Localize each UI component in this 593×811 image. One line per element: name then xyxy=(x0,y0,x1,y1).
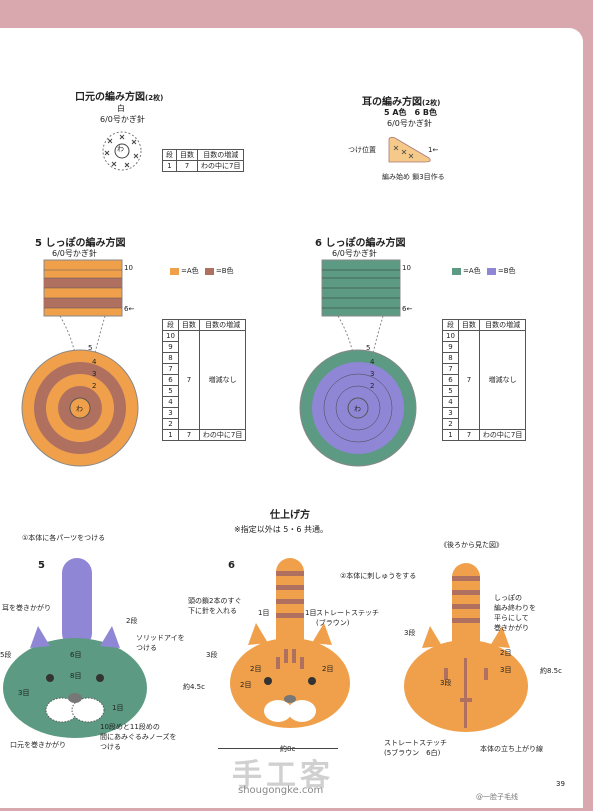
cat6-height: 約4.5c xyxy=(183,683,205,691)
finish-step1: ①本体に各パーツをつける xyxy=(22,534,106,542)
tail6-hook: 6/0号かぎ針 xyxy=(332,249,377,258)
cat6-needle-note: 頭の鎖2本のすぐ 下に針を入れる xyxy=(188,597,242,615)
tail5-title: 5 しっぽの編み方図 xyxy=(35,238,126,249)
ear-colors: 5 A色 6 B色 xyxy=(384,108,437,117)
mouth-title: 口元の編み方図(2枚) xyxy=(75,92,164,103)
cat6-three-rows: 3段 xyxy=(206,651,218,659)
watermark: 手工客 xyxy=(232,758,334,793)
tail5-ring-2: 2 xyxy=(92,382,97,390)
tail6-ring-4: 4 xyxy=(370,358,375,366)
cat5-ear-wrap: 耳を巻きかがり xyxy=(2,604,51,612)
site-label: shougongke.com xyxy=(238,785,324,796)
tail6-center: わ xyxy=(354,405,361,413)
finish-back-label: 《後ろから見た図》 xyxy=(440,541,503,549)
tail5-ring-4: 4 xyxy=(92,358,97,366)
cat6-number: 6 xyxy=(228,560,235,571)
tail5-hook: 6/0号かぎ針 xyxy=(52,249,97,258)
page-number: 39 xyxy=(556,780,565,788)
back-three-rows-b: 3段 xyxy=(440,679,452,687)
tail5-row10: 10 xyxy=(124,264,133,272)
cat6-two-st-c: 2目 xyxy=(240,681,252,689)
tail6-ring-2: 2 xyxy=(370,382,375,390)
back-straight: ストレートステッチ (5ブラウン 6白) xyxy=(384,739,447,757)
back-view-illustration xyxy=(404,563,528,732)
cat6-one-st-a: 1目 xyxy=(258,609,270,617)
tail6-title: 6 しっぽの編み方図 xyxy=(315,238,406,249)
finish-title: 仕上げ方 xyxy=(270,510,310,521)
ear-hook: 6/0号かぎ針 xyxy=(387,119,432,128)
tail6-legend: =A色 =B色 xyxy=(452,266,516,276)
tail6-ring-3: 3 xyxy=(370,370,375,378)
tail6-ring-5: 5 xyxy=(366,344,371,352)
back-tail-end: しっぽの 編み終わりを 平らにして 巻きかがり xyxy=(494,594,536,632)
ear-diagram xyxy=(388,136,431,163)
tail5-ring-5: 5 xyxy=(88,344,93,352)
cat6-illustration xyxy=(230,558,350,728)
cat5-number: 5 xyxy=(38,560,45,571)
back-height: 約8.5c xyxy=(540,667,562,675)
tail5-ring-3: 3 xyxy=(92,370,97,378)
cat5-mouth-wrap: 口元を巻きかがり xyxy=(10,741,66,749)
cat5-six-sts: 6目 xyxy=(70,651,82,659)
tail6-row10: 10 xyxy=(402,264,411,272)
cat6-width-line xyxy=(218,748,338,749)
tail5-diagram xyxy=(21,259,139,467)
mouth-hook: 6/0号かぎ針 xyxy=(100,115,145,124)
finish-note: ※指定以外は 5・6 共通。 xyxy=(234,525,328,534)
mouth-diagram xyxy=(102,131,142,171)
tail5-center: わ xyxy=(76,405,83,413)
mouth-center-label: わ xyxy=(117,145,124,153)
tail5-row6: 6← xyxy=(124,305,135,313)
ear-start-label: 編み始め 鎖3目作る xyxy=(382,173,445,181)
tail5-legend: =A色 =B色 xyxy=(170,266,234,276)
cat5-eight-sts: 8目 xyxy=(70,672,82,680)
tail6-diagram xyxy=(299,259,417,467)
back-three-rows: 3段 xyxy=(404,629,416,637)
cat5-nose-note: 10段めと11段めの 間にあみぐるみノーズを つける xyxy=(100,723,177,751)
cat5-two-rows: 2段 xyxy=(126,617,138,625)
tail6-row6: 6← xyxy=(402,305,413,313)
cat5-illustration xyxy=(3,558,147,738)
mouth-color: 白 xyxy=(117,104,125,113)
back-rise-line: 本体の立ち上がり線 xyxy=(480,745,543,753)
cat5-three-sts: 3目 xyxy=(18,689,30,697)
cat6-width: 約8c xyxy=(280,745,296,753)
cat5-five-rows: 5段 xyxy=(0,651,12,659)
cat6-two-st-a: 2目 xyxy=(250,665,262,673)
cat6-two-st-b: 2目 xyxy=(322,665,334,673)
cat6-straight: ストレートステッチ (ブラウン) xyxy=(316,609,379,627)
ear-title: 耳の編み方図(2枚) xyxy=(362,97,441,108)
cat5-solid-eye: ソリッドアイを つける xyxy=(136,634,185,652)
back-two-sts: 2目 xyxy=(500,649,512,657)
finish-step2: ②本体に刺しゅうをする xyxy=(340,572,417,580)
back-three-sts: 3目 xyxy=(500,666,512,674)
cat5-one-st: 1目 xyxy=(112,704,124,712)
ear-attach-label: つけ位置 xyxy=(348,146,376,154)
ear-row1-label: 1← xyxy=(428,146,439,154)
cat6-one-st-b: 1目 xyxy=(305,609,317,617)
weibo-handle: @一脸子毛线 xyxy=(476,793,518,801)
